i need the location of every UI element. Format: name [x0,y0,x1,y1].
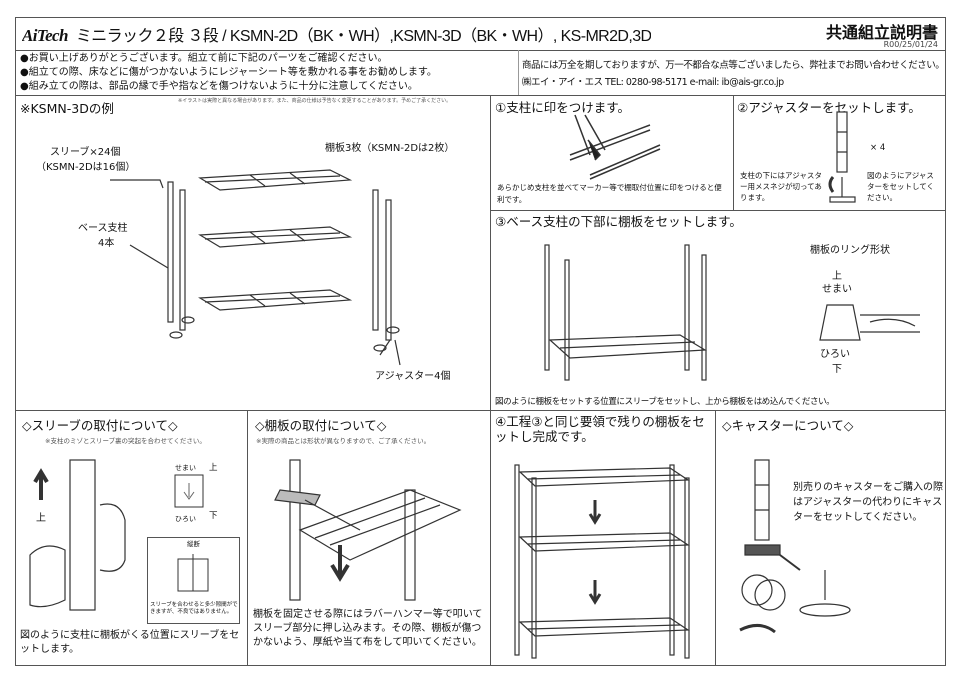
revision: R00/25/01/24 [883,40,938,49]
contact: ㈱エイ・アイ・エス TEL: 0280-98-5171 e-mail: ib@a… [522,77,784,88]
hammer-illustration [274,459,462,601]
sleeve-wide-label: ひろい [175,515,196,523]
shelf-section-note: ※実際の商品とは形状が異なりますので、ご了承ください。 [256,437,431,445]
sleeve-illustration [29,459,126,611]
post-count: 4本 [98,238,115,249]
divider [490,210,946,211]
sleeve-section-title: ◇スリーブの取付について◇ [22,418,178,433]
step1-title: ①支柱に印をつけます。 [495,100,630,115]
step2-right-note: 図のようにアジャスターをセットしてください。 [867,171,935,202]
ring-down-label: 下 [832,364,842,375]
divider [518,50,519,95]
shelf-section-title: ◇棚板の取付について◇ [255,418,387,433]
divider [15,50,946,51]
marker-illustration [569,114,661,180]
step4-title: ④工程③と同じ要領で残りの棚板をセットし完成です。 [495,414,705,444]
parts-heading: ※KSMN-3Dの例 [20,101,114,116]
page-title: AiTech ミニラック２段 ３段 / KSMN-2D（BK・WH）,KSMN-3… [22,22,651,46]
complete-rack-illustration [514,464,690,659]
step3-desc: 図のように棚板をセットする位置にスリーブをセットし、上から棚板をはめ込んでくださ… [495,397,835,407]
detail-note: スリーブを合わせると多少隙間ができますが、不良ではありません。 [150,602,238,615]
title-text: ミニラック２段 ３段 / KSMN-2D（BK・WH）,KSMN-3D（BK・W… [75,28,652,45]
sleeve-label: スリーブ×24個 [50,147,121,158]
detail-label: 縦断 [187,540,200,548]
adjuster-label: アジャスター4個 [375,371,451,382]
sleeve-detail-illustration [174,474,204,508]
document-frame [15,17,946,666]
shelf-label: 棚板3枚（KSMN-2Dは2枚） [325,143,455,154]
caster-section-desc: 別売りのキャスターをご購入の際はアジャスターの代わりにキャスターをセットしてくだ… [793,482,943,523]
brand-logo: AiTech [22,26,68,45]
ring-up-label: 上 [832,271,842,282]
adjuster-count: × 4 [870,143,886,153]
divider [15,95,946,96]
post-label: ベース支柱 [78,223,128,234]
sleeve-detail-box: 縦断 スリーブを合わせると多少隙間ができますが、不良ではありません。 [147,537,240,624]
notes-right: 商品には万全を期しておりますが、万一不都合な点等ございましたら、弊社までお問い合… [522,57,942,91]
disclaimer: ※イラストは実際と異なる場合があります。また、商品の仕様は予告なく変更することが… [178,98,452,104]
caster-section-title: ◇キャスターについて◇ [722,418,854,433]
adjuster-illustration [828,111,856,203]
sleeve-section-desc: 図のように支柱に棚板がくる位置にスリーブをセットします。 [20,630,240,655]
sleeve-top-label: 上 [209,463,218,473]
ring-wide-label: ひろい [820,349,850,360]
sleeve-section-note: ※支柱のミゾとスリーブ裏の突起を合わせてください。 [45,437,206,445]
document-title: 共通組立説明書 [825,23,938,42]
note: 商品には万全を期しておりますが、万一不都合な点等ございましたら、弊社までお問い合… [522,60,942,71]
arrow-up-label: 上 [36,513,46,524]
divider [715,410,716,666]
ring-narrow-label: せまい [822,284,852,295]
step1-desc: あらかじめ支柱を並べてマーカー等で棚取付位置に印をつけると便利です。 [497,183,722,204]
base-rack-illustration [544,244,707,381]
caster-illustration [739,459,851,634]
sleeve-narrow-label: せまい [175,464,196,472]
note: ●組立ての際、床などに傷がつかないようにレジャーシート等を敷かれる事をお勧めしま… [20,67,437,78]
sleeve-bottom-label: 下 [209,511,218,521]
divider [733,95,734,210]
step2-title: ②アジャスターをセットします。 [737,100,921,115]
shelf-section-desc: 棚板を固定させる際にはラバーハンマー等で叩いてスリーブ部分に押し込みます。その際… [253,609,483,648]
divider [15,410,946,411]
note: ●組み立ての際は、部品の縁で手や指などを傷つけないように十分に注意してください。 [20,81,418,92]
ring-shape-illustration [819,304,920,341]
note: ●お買い上げありがとうございます。組立て前に下記のパーツをご確認ください。 [20,53,388,64]
sleeve-sub-label: （KSMN-2Dは16個） [36,162,136,173]
divider [490,95,491,666]
notes-left: ●お買い上げありがとうございます。組立て前に下記のパーツをご確認ください。 ●組… [20,52,437,94]
step3-title: ③ベース支柱の下部に棚板をセットします。 [495,214,742,229]
divider [247,410,248,666]
step2-left-note: 支柱の下にはアジャスター用メスネジが切ってあります。 [740,171,822,202]
ring-shape-title: 棚板のリング形状 [810,245,890,256]
